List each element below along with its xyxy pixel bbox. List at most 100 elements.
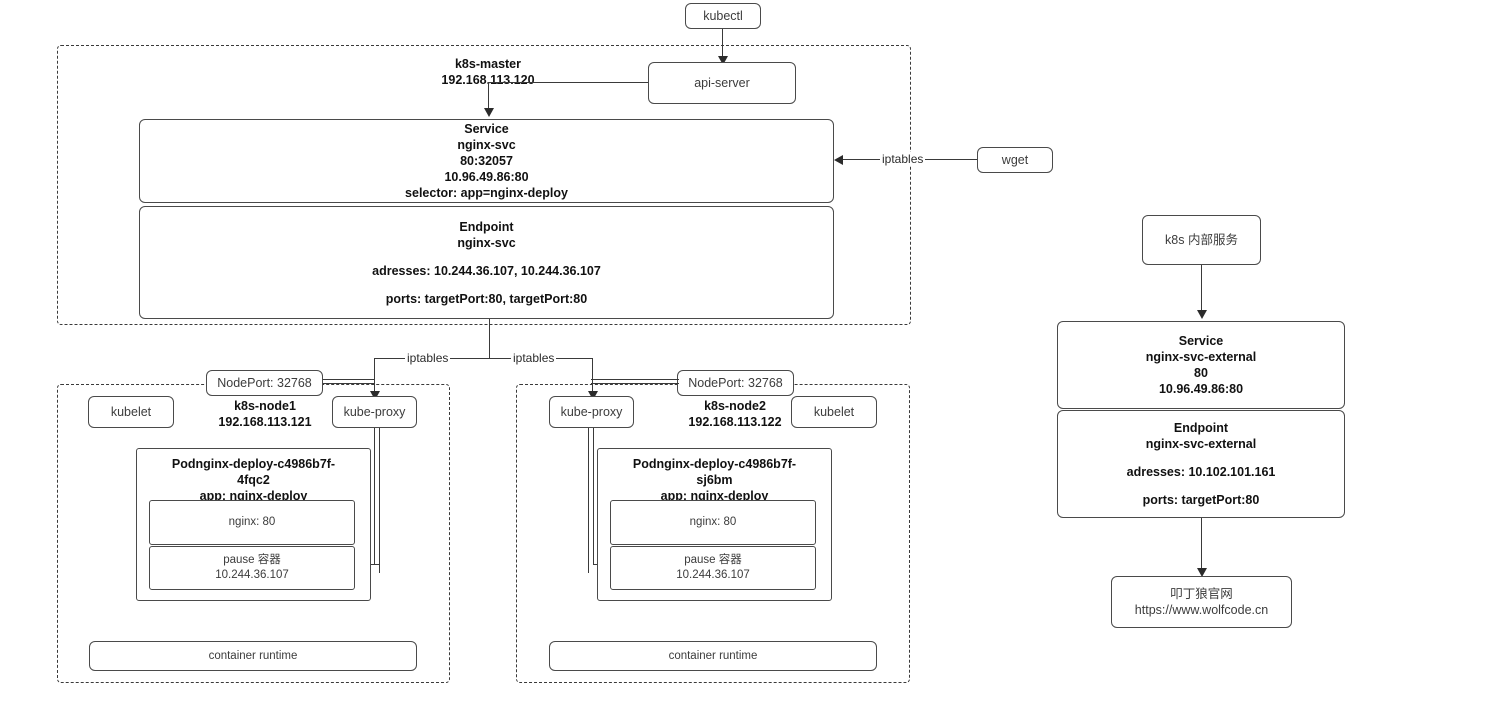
edge-endpoint-split-h — [374, 358, 593, 360]
wolfcode-site-box[interactable]: 叩丁狼官网 https://www.wolfcode.cn — [1111, 576, 1292, 628]
k8s-master-name: k8s-master 192.168.113.120 — [398, 56, 578, 89]
master-endpoint-lines: Endpoint nginx-svc adresses: 10.244.36.1… — [140, 217, 833, 309]
edge-apiserver-service-v — [488, 82, 490, 110]
node1-container-pause-lines: pause 容器 10.244.36.107 — [150, 551, 354, 584]
edge-node2-kubeproxy-pod-v1 — [588, 428, 590, 573]
node2-pod-title-line2: sj6bm — [696, 473, 733, 487]
node1-pod-app: app: nginx-deploy — [199, 489, 308, 503]
edge-internal-service-to-service — [1201, 265, 1203, 312]
edge-endpoint-split-v — [489, 319, 491, 359]
node2-container-runtime-box[interactable]: container runtime — [549, 641, 877, 671]
wget-box[interactable]: wget — [977, 147, 1053, 173]
edge-to-node1-kubeproxy — [374, 358, 376, 394]
node1-container-nginx[interactable]: nginx: 80 — [149, 500, 355, 545]
edge-to-node1-kubeproxy-arrowhead — [370, 391, 380, 400]
edge-iptables-left-label: iptables — [405, 351, 451, 365]
external-service-port: 80 — [1194, 366, 1208, 380]
node2-container-nginx-label: nginx: 80 — [689, 516, 737, 529]
node1-nodeport-label: NodePort: 32768 — [217, 376, 312, 390]
edge-node1-nodeport-kubeproxy-a — [323, 379, 375, 381]
node2-pod-header: Podnginx-deploy-c4986b7f- sj6bm app: ngi… — [598, 449, 831, 506]
kubectl-box[interactable]: kubectl — [685, 3, 761, 29]
node1-container-runtime-box[interactable]: container runtime — [89, 641, 417, 671]
master-service-clusterip: 10.96.49.86:80 — [444, 170, 529, 184]
edge-to-node2-kubeproxy-arrowhead — [588, 391, 598, 400]
k8s-master-name-line1: k8s-master — [454, 57, 521, 71]
external-service-name: nginx-svc-external — [1145, 350, 1257, 364]
edge-iptables-right-label: iptables — [511, 351, 557, 365]
node2-kube-proxy-box[interactable]: kube-proxy — [549, 396, 634, 428]
edge-apiserver-service-h — [488, 82, 648, 84]
edge-node2-nodeport-kubeproxy-a — [591, 379, 679, 381]
node1-container-runtime-label: container runtime — [208, 649, 298, 662]
external-endpoint-ports: ports: targetPort:80 — [1142, 493, 1260, 507]
node2-nodeport-box[interactable]: NodePort: 32768 — [677, 370, 794, 396]
k8s-internal-service-label: k8s 内部服务 — [1165, 233, 1238, 247]
external-endpoint-addresses: adresses: 10.102.101.161 — [1126, 465, 1276, 479]
external-service-clusterip: 10.96.49.86:80 — [1158, 382, 1244, 396]
node2-container-pause-line2: 10.244.36.107 — [676, 569, 750, 581]
node1-kube-proxy-label: kube-proxy — [343, 405, 406, 419]
k8s-node1-name-line2: 192.168.113.121 — [218, 415, 312, 430]
k8s-node2-name-line1: k8s-node2 — [704, 399, 766, 413]
master-endpoint-ports: ports: targetPort:80, targetPort:80 — [385, 291, 588, 306]
edge-node2-kubeproxy-pod-v2 — [593, 428, 595, 565]
kubectl-label: kubectl — [703, 9, 743, 23]
node2-container-nginx[interactable]: nginx: 80 — [610, 500, 816, 545]
node2-container-runtime-label: container runtime — [668, 649, 758, 662]
node2-kubelet-box[interactable]: kubelet — [791, 396, 877, 428]
edge-apiserver-service-arrowhead — [484, 108, 494, 117]
master-service-lines: Service nginx-svc 80:32057 10.96.49.86:8… — [140, 119, 833, 203]
node2-container-pause-lines: pause 容器 10.244.36.107 — [611, 551, 815, 584]
edge-internal-service-to-service-arrowhead — [1197, 310, 1207, 319]
node2-kubelet-label: kubelet — [813, 405, 855, 419]
api-server-box[interactable]: api-server — [648, 62, 796, 104]
node1-nodeport-box[interactable]: NodePort: 32768 — [206, 370, 323, 396]
edge-wget-service-arrowhead — [834, 155, 843, 165]
master-service-title: Service — [464, 122, 509, 136]
master-endpoint-title: Endpoint — [459, 219, 514, 234]
master-endpoint-box[interactable]: Endpoint nginx-svc adresses: 10.244.36.1… — [139, 206, 834, 319]
edge-to-node2-kubeproxy — [592, 358, 594, 394]
edge-wget-service-label: iptables — [880, 152, 926, 166]
edge-node1-kubeproxy-pod-v1 — [374, 428, 376, 565]
node1-container-pause-line1: pause 容器 — [223, 554, 281, 567]
node2-container-pause[interactable]: pause 容器 10.244.36.107 — [610, 546, 816, 590]
node1-kubelet-label: kubelet — [110, 405, 152, 419]
wolfcode-site-url: https://www.wolfcode.cn — [1134, 603, 1269, 617]
node2-nodeport-label: NodePort: 32768 — [688, 376, 783, 390]
node2-container-pause-line1: pause 容器 — [684, 554, 742, 567]
node1-container-pause-line2: 10.244.36.107 — [215, 569, 289, 581]
master-service-ports: 80:32057 — [460, 154, 513, 168]
edge-external-endpoint-to-site — [1201, 518, 1203, 570]
external-endpoint-lines: Endpoint nginx-svc-external adresses: 10… — [1058, 418, 1344, 510]
external-endpoint-name: nginx-svc-external — [1145, 437, 1257, 451]
k8s-master-region — [57, 45, 911, 325]
node1-container-nginx-label: nginx: 80 — [228, 516, 276, 529]
master-endpoint-name: nginx-svc — [457, 235, 516, 250]
node1-pod-title-line2: 4fqc2 — [237, 473, 270, 487]
k8s-internal-service-box[interactable]: k8s 内部服务 — [1142, 215, 1261, 265]
k8s-node2-name: k8s-node2 192.168.113.122 — [645, 398, 825, 431]
external-service-box[interactable]: Service nginx-svc-external 80 10.96.49.8… — [1057, 321, 1345, 409]
edge-kubectl-apiserver — [722, 29, 724, 59]
node2-pod-title-line1: Podnginx-deploy-c4986b7f- — [632, 457, 797, 471]
edge-node1-nodeport-kubeproxy-b — [323, 383, 375, 385]
node1-container-pause[interactable]: pause 容器 10.244.36.107 — [149, 546, 355, 590]
edge-external-endpoint-to-site-arrowhead — [1197, 568, 1207, 577]
wolfcode-site-lines: 叩丁狼官网 https://www.wolfcode.cn — [1112, 584, 1291, 620]
master-endpoint-addresses: adresses: 10.244.36.107, 10.244.36.107 — [372, 263, 601, 278]
external-service-title: Service — [1178, 334, 1224, 348]
master-service-box[interactable]: Service nginx-svc 80:32057 10.96.49.86:8… — [139, 119, 834, 203]
node1-pod-title-line1: Podnginx-deploy-c4986b7f- — [171, 457, 336, 471]
edge-node2-nodeport-kubeproxy-b — [591, 383, 679, 385]
k8s-master-name-line2: 192.168.113.120 — [441, 73, 535, 88]
node1-kubelet-box[interactable]: kubelet — [88, 396, 174, 428]
edge-kubectl-apiserver-arrowhead — [718, 56, 728, 65]
external-endpoint-box[interactable]: Endpoint nginx-svc-external adresses: 10… — [1057, 410, 1345, 518]
node1-kube-proxy-box[interactable]: kube-proxy — [332, 396, 417, 428]
edge-node1-kubeproxy-pod-v2 — [379, 428, 381, 573]
master-service-name: nginx-svc — [457, 138, 516, 152]
external-endpoint-title: Endpoint — [1173, 421, 1229, 435]
